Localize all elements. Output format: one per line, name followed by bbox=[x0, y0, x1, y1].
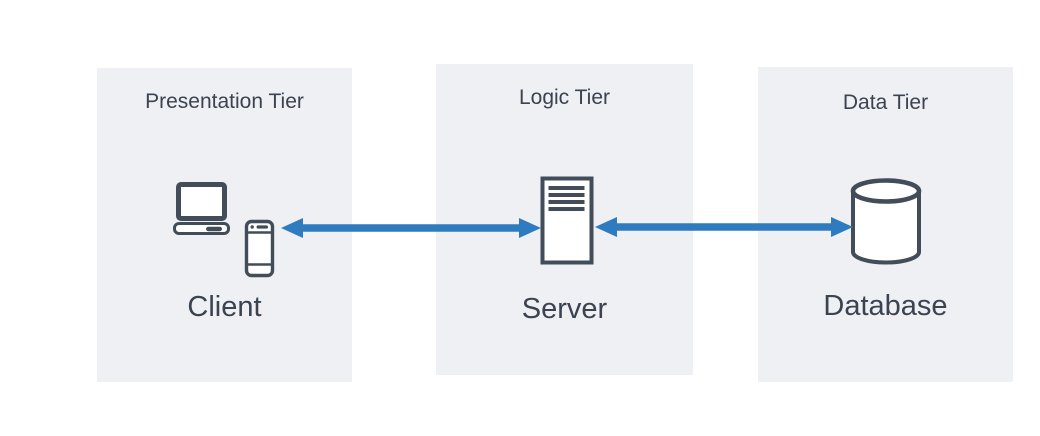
server-database-arrow bbox=[595, 217, 853, 237]
laptop-icon bbox=[173, 182, 230, 235]
logic-tier-title: Logic Tier bbox=[518, 86, 611, 109]
client-node-label: Client bbox=[187, 291, 262, 323]
database-icon bbox=[850, 178, 922, 265]
presentation-tier-title: Presentation Tier bbox=[145, 90, 304, 113]
arrowhead-left-icon bbox=[595, 217, 617, 237]
client-server-arrow bbox=[281, 218, 541, 238]
arrowhead-left-icon bbox=[281, 218, 303, 238]
data-tier-title: Data Tier bbox=[842, 91, 929, 114]
logic-tier-panel: Logic Tier Server bbox=[436, 64, 693, 375]
smartphone-icon bbox=[244, 219, 275, 278]
client-icons bbox=[173, 182, 275, 278]
database-node-label: Database bbox=[823, 290, 948, 322]
arrowhead-right-icon bbox=[831, 217, 853, 237]
server-icon bbox=[540, 176, 594, 265]
arrowhead-right-icon bbox=[519, 218, 541, 238]
server-node-label: Server bbox=[521, 293, 608, 325]
